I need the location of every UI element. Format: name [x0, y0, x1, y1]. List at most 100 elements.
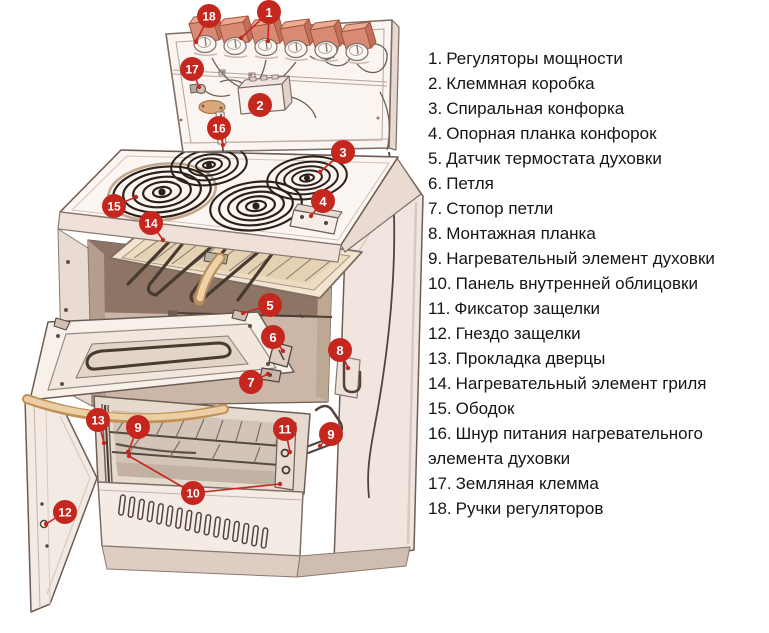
callout-marker [181, 481, 205, 505]
burner-back-right [266, 155, 348, 201]
marker-leader-dot [317, 169, 323, 175]
callout-marker [126, 415, 150, 439]
callout-marker-number: 17 [185, 63, 199, 77]
legend-item-number: 17. [428, 474, 452, 493]
legend-item: 1.Регуляторы мощности [428, 46, 754, 71]
tray-handle [193, 251, 229, 306]
callout-marker [86, 408, 110, 432]
marker-leader-dot [160, 237, 166, 243]
legend-item-number: 4. [428, 124, 443, 143]
legend-item: 18.Ручки регуляторов [428, 496, 754, 521]
marker-leader-line [192, 483, 281, 494]
oven-rack-lower [111, 437, 293, 467]
door-inner-panel [29, 309, 295, 401]
legend-item-label: Гнездо защелки [455, 324, 581, 343]
legend-item: 14.Нагревательный элемент гриля [428, 371, 754, 396]
hinge-stopper [259, 367, 282, 383]
legend-item-label: Опорная планка конфорок [446, 124, 657, 143]
callout-marker [239, 370, 263, 394]
legend-item-label: Нагревательный элемент духовки [446, 249, 715, 268]
legend-item: 10.Панель внутренней облицовки [428, 271, 754, 296]
marker-leader-dot [196, 84, 202, 90]
legend-item: 7.Стопор петли [428, 196, 754, 221]
callout-marker [319, 422, 343, 446]
legend-item-label: Спиральная конфорка [446, 99, 625, 118]
legend-item-number: 12. [428, 324, 452, 343]
legend-item: 17.Земляная клемма [428, 471, 754, 496]
callout-marker-number: 16 [212, 122, 226, 136]
marker-leader-dot [125, 449, 131, 455]
legend-item: 8.Монтажная планка [428, 221, 754, 246]
door-gasket [85, 341, 232, 371]
marker-leader-dot [240, 310, 246, 316]
terminal-box [237, 74, 293, 115]
legend-item: 16.Шнур питания нагревательного элемента… [428, 421, 754, 471]
callout-marker-number: 11 [279, 423, 292, 437]
backsplash-control-panel [165, 13, 400, 153]
callout-marker [102, 194, 126, 218]
callout-marker [180, 57, 204, 81]
legend-item-number: 2. [428, 74, 443, 93]
callout-marker-number: 6 [269, 330, 276, 345]
legend-item-number: 10. [428, 274, 452, 293]
legend-item-label: Регуляторы мощности [446, 49, 623, 68]
callout-marker [53, 500, 77, 524]
mounting-bar [334, 355, 362, 399]
callout-marker-number: 5 [266, 298, 273, 313]
door-handle [22, 394, 229, 424]
legend-item-number: 15. [428, 399, 452, 418]
callout-marker [328, 338, 352, 362]
marker-leader-dot [287, 449, 293, 455]
base-right [296, 546, 411, 578]
marker-leader-dot [220, 142, 226, 148]
marker-leader-dot [43, 521, 49, 527]
legend-item-number: 3. [428, 99, 443, 118]
callout-marker-number: 18 [202, 10, 216, 24]
callout-marker-number: 14 [144, 217, 158, 231]
callout-marker-number: 8 [336, 343, 343, 358]
legend-item-number: 13. [428, 349, 452, 368]
callout-marker-number: 7 [247, 375, 254, 390]
marker-leader-dot [126, 453, 132, 459]
marker-leader-dot [308, 213, 314, 219]
legend-item-label: Клеммная коробка [446, 74, 595, 93]
callout-marker-number: 9 [134, 420, 141, 435]
callout-marker-number: 9 [327, 427, 334, 442]
legend-item-number: 1. [428, 49, 443, 68]
callout-marker-number: 4 [319, 194, 327, 209]
oven-element-front [115, 442, 197, 455]
legend-item-label: Стопор петли [446, 199, 554, 218]
marker-leader-dot [345, 365, 351, 371]
burner-front-center [209, 180, 303, 232]
legend-item: 11.Фиксатор защелки [428, 296, 754, 321]
callout-marker-number: 10 [186, 487, 200, 501]
cooktop [57, 143, 422, 263]
legend-item-label: Ручки регуляторов [455, 499, 604, 518]
legend-item: 3.Спиральная конфорка [428, 96, 754, 121]
callout-marker [331, 140, 355, 164]
callout-marker-number: 12 [58, 506, 72, 520]
legend-item-label: Ободок [455, 399, 515, 418]
callout-marker-number: 3 [339, 145, 346, 160]
legend-item: 9.Нагревательный элемент духовки [428, 246, 754, 271]
callout-marker-number: 2 [256, 98, 263, 113]
callout-marker [248, 93, 272, 117]
legend-item-label: Монтажная планка [446, 224, 596, 243]
legend-item: 13.Прокладка дверцы [428, 346, 754, 371]
bottom-vent-panel [97, 481, 411, 578]
legend-item-label: Датчик термостата духовки [446, 149, 662, 168]
marker-leader-line [128, 455, 194, 494]
callout-marker [273, 417, 297, 441]
marker-leader-dot [265, 38, 271, 44]
legend-item: 4.Опорная планка конфорок [428, 121, 754, 146]
legend-item-number: 7. [428, 199, 443, 218]
legend-item: 5.Датчик термостата духовки [428, 146, 754, 171]
legend-item-number: 9. [428, 249, 443, 268]
callout-marker [311, 189, 335, 213]
callout-marker [197, 4, 221, 28]
legend-item-number: 6. [428, 174, 443, 193]
callout-marker-number: 1 [265, 5, 272, 20]
